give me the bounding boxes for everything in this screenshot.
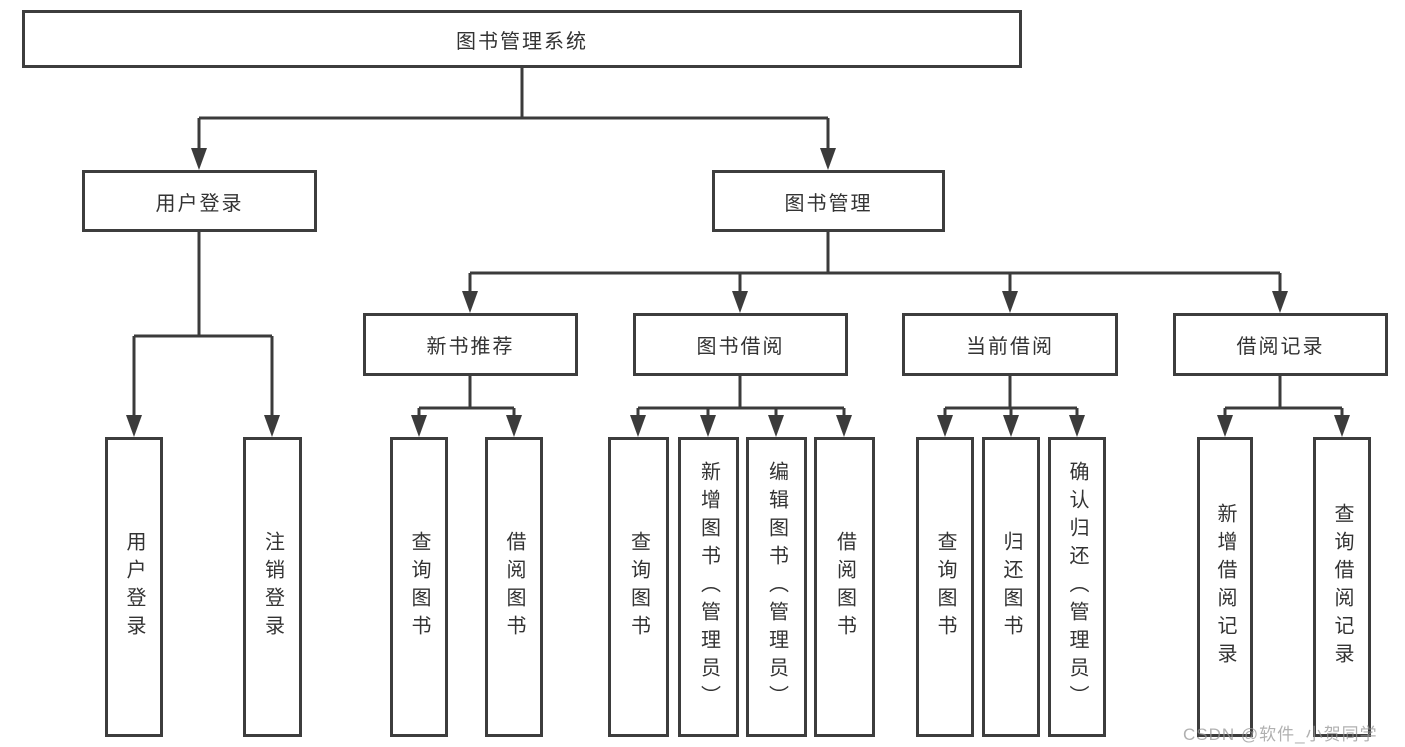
node-return-books: 归还图书	[982, 437, 1040, 737]
node-label: 新增图书（管理员）	[697, 461, 720, 713]
node-borrow-books-borrowing: 借阅图书	[814, 437, 875, 737]
node-label: 确认归还（管理员）	[1066, 461, 1088, 713]
node-label: 编辑图书（管理员）	[765, 461, 788, 713]
node-label: 用户登录	[123, 531, 145, 643]
node-query-books-borrowing: 查询图书	[608, 437, 669, 737]
node-label: 注销登录	[261, 531, 284, 643]
node-logout: 注销登录	[243, 437, 302, 737]
node-label: 归还图书	[1000, 531, 1022, 643]
node-borrowing-records: 借阅记录	[1173, 313, 1388, 376]
node-label: 查询借阅记录	[1331, 503, 1353, 671]
node-label: 新增借阅记录	[1214, 503, 1236, 671]
node-add-borrow-record: 新增借阅记录	[1197, 437, 1253, 737]
node-book-borrowing: 图书借阅	[633, 313, 848, 376]
node-label: 查询图书	[627, 531, 650, 643]
node-confirm-return-admin: 确认归还（管理员）	[1048, 437, 1106, 737]
node-edit-books-admin: 编辑图书（管理员）	[746, 437, 807, 737]
node-borrow-books-recommend: 借阅图书	[485, 437, 543, 737]
node-query-books-recommend: 查询图书	[390, 437, 448, 737]
node-user-login: 用户登录	[82, 170, 317, 232]
node-user-login-leaf: 用户登录	[105, 437, 163, 737]
node-book-management: 图书管理	[712, 170, 945, 232]
node-label: 借阅图书	[503, 531, 525, 643]
node-label: 查询图书	[934, 531, 956, 643]
node-current-borrowing: 当前借阅	[902, 313, 1118, 376]
node-query-borrow-record: 查询借阅记录	[1313, 437, 1371, 737]
node-library-management-system: 图书管理系统	[22, 10, 1022, 68]
watermark: CSDN @软件_小贺同学	[1183, 725, 1378, 744]
node-query-books-current: 查询图书	[916, 437, 974, 737]
arrowheads	[126, 148, 1350, 437]
node-new-book-recommendation: 新书推荐	[363, 313, 578, 376]
node-label: 查询图书	[408, 531, 430, 643]
node-label: 借阅图书	[833, 531, 856, 643]
node-add-books-admin: 新增图书（管理员）	[678, 437, 739, 737]
